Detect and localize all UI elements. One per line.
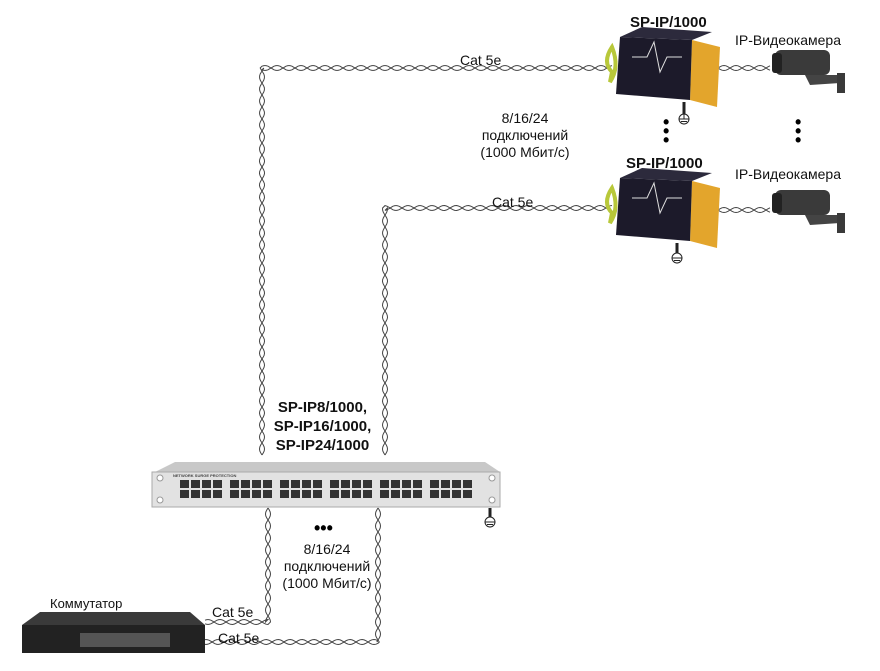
rj45-port: [413, 480, 422, 488]
cable-camera-2: [717, 206, 771, 214]
rj45-port: [313, 490, 322, 498]
cable-top: [258, 65, 613, 456]
note-line: 8/16/24: [501, 110, 549, 126]
rj45-port: [302, 490, 311, 498]
panel-models-label: SP-IP8/1000, SP-IP16/1000, SP-IP24/1000: [255, 398, 390, 455]
rj45-port: [363, 480, 372, 488]
network-switch: [22, 612, 205, 653]
model-line: SP-IP16/1000,: [273, 418, 372, 435]
note-line: (1000 Мбит/с): [480, 144, 570, 160]
ellipsis-vertical-icon: •••: [795, 112, 802, 150]
note-line: подключений: [481, 127, 569, 143]
rj45-port: [263, 490, 272, 498]
protector-1-label: SP-IP/1000: [630, 14, 707, 31]
note-line: (1000 Мбит/с): [282, 575, 372, 591]
rj45-port: [241, 480, 250, 488]
cable-label-top: Cat 5e: [460, 52, 502, 68]
cable-label-bottom-2: Cat 5e: [218, 630, 260, 646]
rj45-port: [352, 490, 361, 498]
rj45-port: [441, 480, 450, 488]
cable-label-bottom-1: Cat 5e: [212, 604, 254, 620]
rj45-port: [363, 490, 372, 498]
surge-protector-1: [605, 27, 720, 125]
camera-1-label: IP-Видеокамера: [735, 32, 841, 48]
surge-protector-2: [605, 168, 720, 264]
rj45-port: [213, 480, 222, 488]
connections-note-top: 8/16/24 подключений (1000 Мбит/с): [460, 110, 590, 161]
cable-camera-2: [717, 206, 771, 214]
rj45-port: [352, 480, 361, 488]
rj45-port: [202, 490, 211, 498]
rj45-port: [180, 490, 189, 498]
camera-1: [772, 50, 845, 93]
rj45-port: [402, 490, 411, 498]
rj45-port: [241, 490, 250, 498]
rj45-port: [280, 490, 289, 498]
note-line: 8/16/24: [303, 541, 351, 557]
rj45-port: [463, 490, 472, 498]
cable-camera-1: [717, 64, 771, 72]
rj45-port: [391, 480, 400, 488]
rj45-port: [280, 480, 289, 488]
rj45-port: [391, 490, 400, 498]
connections-note-bottom: 8/16/24 подключений (1000 Мбит/с): [262, 541, 392, 592]
cable-top: [258, 65, 613, 456]
rj45-port: [341, 480, 350, 488]
model-line: SP-IP8/1000,: [277, 399, 368, 416]
rj45-port: [463, 480, 472, 488]
patch-panel: [151, 462, 501, 528]
rj45-port: [263, 480, 272, 488]
rj45-port: [380, 480, 389, 488]
note-line: подключений: [283, 558, 371, 574]
rj45-port: [413, 490, 422, 498]
cable-middle: [381, 204, 613, 456]
rj45-port: [313, 480, 322, 488]
rj45-port: [302, 480, 311, 488]
rj45-port: [291, 480, 300, 488]
ellipsis-vertical-icon: •••: [663, 112, 670, 150]
rj45-port: [441, 490, 450, 498]
cable-bottom-1: [204, 507, 272, 626]
cable-camera-1: [717, 64, 771, 72]
camera-2: [772, 190, 845, 233]
rj45-port: [291, 490, 300, 498]
panel-label: NETWORK SURGE PROTECTION: [173, 473, 237, 478]
rj45-port: [330, 480, 339, 488]
camera-2-label: IP-Видеокамера: [735, 166, 841, 182]
rj45-port: [430, 490, 439, 498]
cable-bottom-2: [205, 507, 382, 646]
rj45-port: [402, 480, 411, 488]
rj45-port: [230, 480, 239, 488]
cable-label-middle: Cat 5e: [492, 194, 534, 210]
rj45-port: [341, 490, 350, 498]
rj45-port: [252, 480, 261, 488]
rj45-port: [452, 480, 461, 488]
cable-middle: [381, 204, 613, 456]
rj45-port: [252, 490, 261, 498]
rj45-port: [430, 480, 439, 488]
ellipsis-horizontal-icon: •••: [314, 518, 333, 538]
rj45-port: [213, 490, 222, 498]
rj45-port: [191, 490, 200, 498]
rj45-port: [230, 490, 239, 498]
rj45-port: [180, 480, 189, 488]
rj45-port: [191, 480, 200, 488]
cables: [204, 64, 771, 646]
cable-bottom-2: [205, 507, 382, 646]
rj45-port: [330, 490, 339, 498]
cable-bottom-1: [204, 507, 272, 626]
rj45-port: [380, 490, 389, 498]
rj45-port: [202, 480, 211, 488]
model-line: SP-IP24/1000: [275, 437, 370, 454]
switch-label: Коммутатор: [50, 596, 123, 611]
rj45-port: [452, 490, 461, 498]
protector-2-label: SP-IP/1000: [626, 155, 703, 172]
